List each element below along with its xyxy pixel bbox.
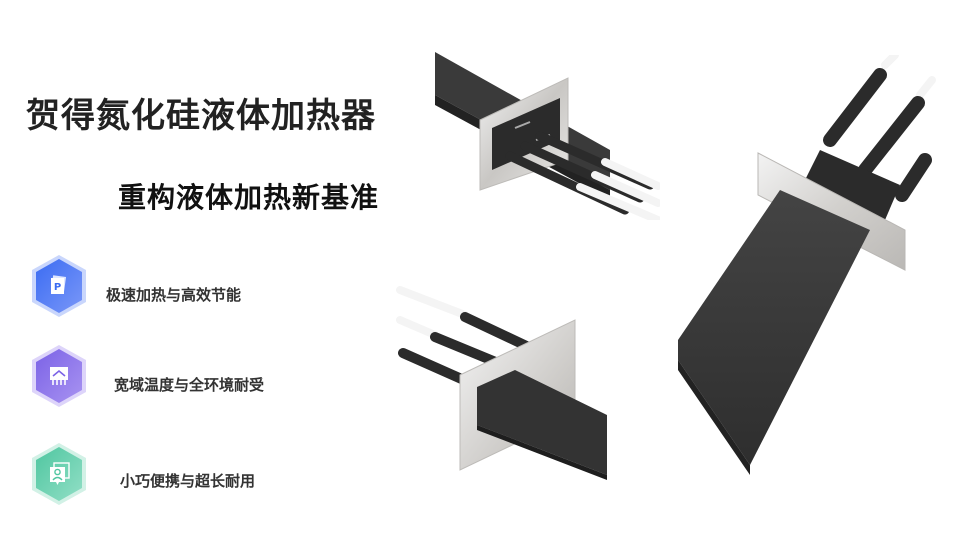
feature-label: 宽域温度与全环境耐受 xyxy=(114,375,265,394)
heater-view-vertical xyxy=(670,51,940,479)
feature-item-fast-heating: P 极速加热与高效节能 xyxy=(30,254,241,318)
feature-label: 极速加热与高效节能 xyxy=(106,285,242,304)
feature-label: 小巧便携与超长耐用 xyxy=(120,471,256,490)
user-card-icon xyxy=(30,442,88,506)
document-p-icon: P xyxy=(30,254,88,318)
heater-view-top xyxy=(420,40,662,224)
page-subtitle: 重构液体加热新基准 xyxy=(118,181,380,214)
heater-icon xyxy=(30,344,88,408)
feature-item-wide-temperature: 宽域温度与全环境耐受 xyxy=(30,344,264,408)
heater-view-bottom xyxy=(395,275,635,484)
page-title: 贺得氮化硅液体加热器 xyxy=(26,96,376,136)
feature-item-compact-durable: 小巧便携与超长耐用 xyxy=(30,442,255,506)
svg-text:P: P xyxy=(54,282,61,293)
